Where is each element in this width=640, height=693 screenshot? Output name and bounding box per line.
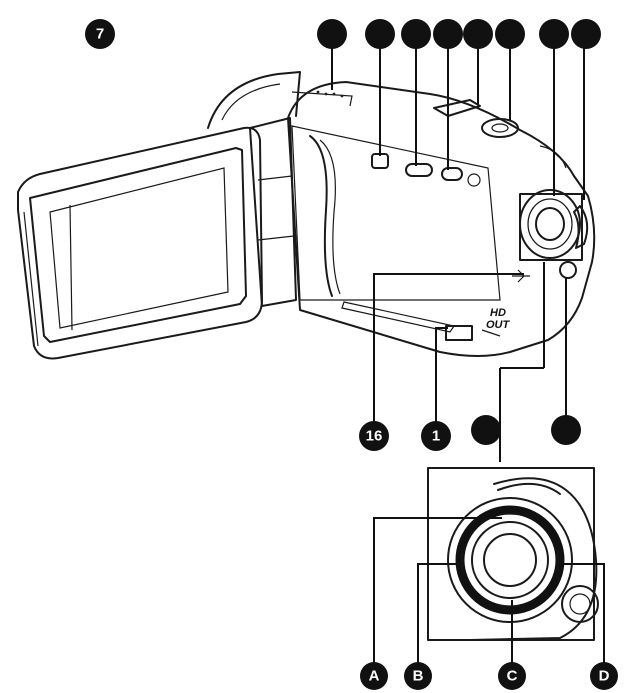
svg-text:1: 1 xyxy=(432,428,440,445)
leaders-top xyxy=(331,46,585,200)
callout-16: 16 xyxy=(359,421,389,451)
callout-top-8 xyxy=(571,19,601,49)
svg-text:A: A xyxy=(369,668,380,685)
svg-text:D: D xyxy=(599,668,610,685)
joystick[interactable] xyxy=(519,189,581,279)
callout-top-3 xyxy=(401,19,431,49)
leaders-bottom xyxy=(373,262,567,462)
lcd-screen xyxy=(17,126,263,360)
svg-text:7: 7 xyxy=(96,26,104,43)
callout-b: B xyxy=(404,662,432,690)
svg-text:C: C xyxy=(507,668,518,685)
callout-bottom-3 xyxy=(471,415,501,445)
callout-top-5 xyxy=(463,19,493,49)
callout-d: D xyxy=(590,662,618,690)
playback-button[interactable] xyxy=(559,261,577,279)
callout-top-4 xyxy=(433,19,463,49)
svg-text:16: 16 xyxy=(366,428,383,445)
detail-inset xyxy=(427,467,599,641)
camera-body xyxy=(287,81,596,357)
callout-a: A xyxy=(360,662,388,690)
callout-1: 1 xyxy=(421,421,451,451)
callout-7: 7 xyxy=(85,19,115,49)
lens-barrel xyxy=(207,71,301,129)
hd-label: HD xyxy=(490,307,506,319)
callout-c: C xyxy=(498,662,526,690)
callout-top-6 xyxy=(495,19,525,49)
joystick-highlight xyxy=(519,193,583,261)
out-label: OUT xyxy=(486,319,511,331)
callout-top-1 xyxy=(317,19,347,49)
callout-bottom-4 xyxy=(551,415,581,445)
leaders-detail xyxy=(373,517,605,672)
svg-text:B: B xyxy=(413,668,424,685)
lcd-hinge xyxy=(249,117,297,307)
callout-top-7 xyxy=(539,19,569,49)
callout-top-2 xyxy=(365,19,395,49)
